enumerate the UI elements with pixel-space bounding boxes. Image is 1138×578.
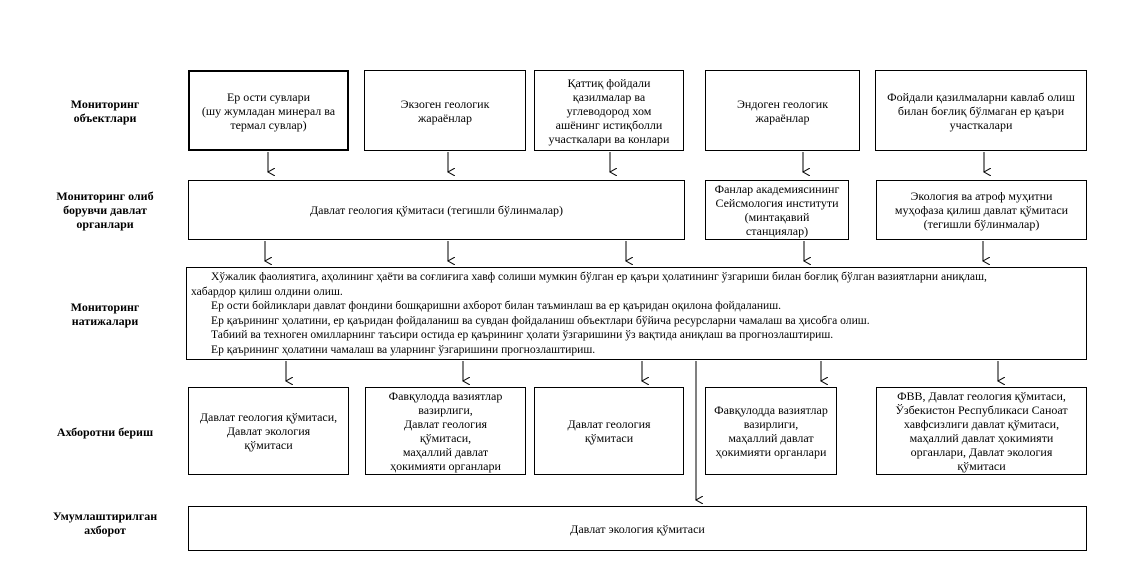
- info-box-multiple-agencies: ФВВ, Давлат геология қўмитаси, Ўзбекисто…: [876, 387, 1087, 475]
- result-line-2: хабардор қилиш олдини олиш.: [191, 284, 343, 298]
- result-line-3: Ер ости бойликлари давлат фондини бошқар…: [211, 299, 782, 313]
- object-box-endogenous-processes: Эндоген геологик жараёнлар: [705, 70, 860, 151]
- info-box-emergency-ministry-local: Фавқулодда вазиятлар вазирлиги, маҳаллий…: [705, 387, 837, 475]
- object-box-exogenous-processes: Экзоген геологик жараёнлар: [364, 70, 526, 151]
- object-box-mineral-deposits: Қаттиқ фойдали қазилмалар ва углеводород…: [534, 70, 684, 151]
- object-box-subsoil-sites: Фойдали қазилмаларни кавлаб олиш билан б…: [875, 70, 1087, 151]
- row-label-information-provision: Ахборотни бериш: [56, 425, 154, 439]
- result-line-5: Табиий ва техноген омилларнинг таъсири о…: [211, 328, 834, 342]
- monitoring-results-box: Хўжалик фаолиятига, аҳолининг ҳаёти ва с…: [186, 267, 1087, 360]
- row-label-monitoring-objects: Мониторинг объектлари: [70, 97, 140, 125]
- info-box-geology-ecology: Давлат геология қўмитаси, Давлат экологи…: [188, 387, 349, 475]
- agency-box-seismology-institute: Фанлар академиясининг Сейсмология инстит…: [705, 180, 849, 240]
- row-label-monitoring-agencies: Мониторинг олиб борувчи давлат органлари: [56, 189, 154, 231]
- result-line-1: Хўжалик фаолиятига, аҳолининг ҳаёти ва с…: [211, 270, 987, 283]
- summary-box-ecology-committee: Давлат экология қўмитаси: [188, 506, 1087, 551]
- row-label-monitoring-results: Мониторинг натижалари: [70, 300, 140, 328]
- result-line-4: Ер қаърининг ҳолатини, ер қаъридан фойда…: [211, 313, 870, 327]
- object-box-groundwater: Ер ости сувлари (шу жумладан минерал ва …: [188, 70, 349, 151]
- info-box-geology-committee: Давлат геология қўмитаси: [534, 387, 684, 475]
- info-box-emergency-ministry-geology: Фавқулодда вазиятлар вазирлиги, Давлат г…: [365, 387, 526, 475]
- agency-box-geology-committee: Давлат геология қўмитаси (тегишли бўлинм…: [188, 180, 685, 240]
- row-label-summary-information: Умумлаштирилган ахборот: [52, 509, 158, 537]
- result-line-6: Ер қаърининг ҳолатини чамалаш ва уларнин…: [211, 342, 596, 356]
- agency-box-ecology-committee: Экология ва атроф муҳитни муҳофаза қилиш…: [876, 180, 1087, 240]
